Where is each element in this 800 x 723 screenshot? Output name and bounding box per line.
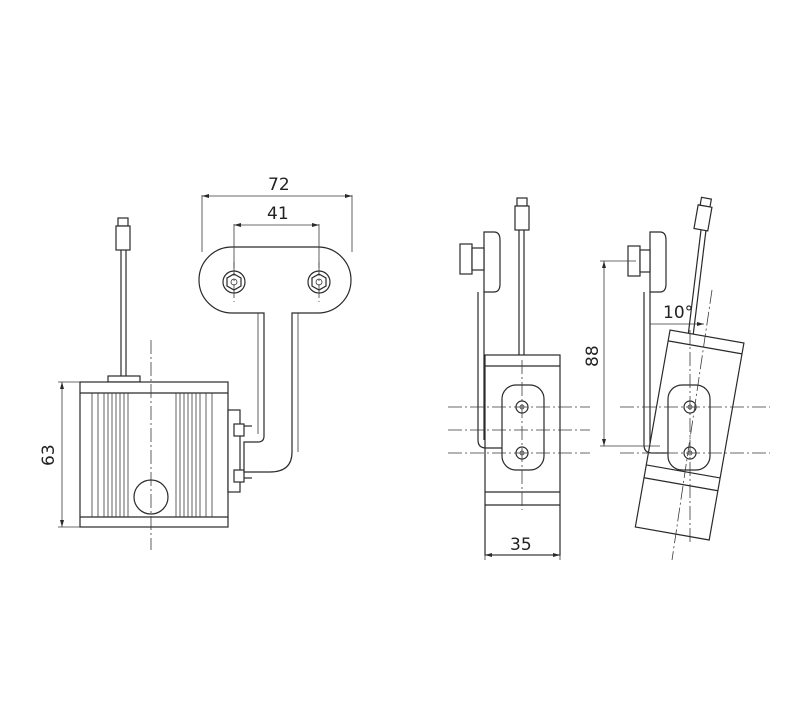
dim-63: 63 [39,381,80,528]
front-cable [115,217,131,376]
front-clamp [227,409,252,493]
front-body [79,375,229,528]
dim-angle-label: 10° [663,303,693,323]
front-view: 72 41 63 [39,175,353,550]
side-view: 35 [448,197,590,560]
dim-35-label: 35 [510,535,532,555]
dim-angle: 10° [650,303,704,326]
dim-72-label: 72 [268,175,290,195]
tilted-slot-plate [667,384,711,471]
side-body [477,354,561,556]
dim-88-label: 88 [583,345,603,367]
dim-41: 41 [233,204,320,268]
side-slot-plate [501,384,545,471]
dim-72: 72 [201,175,353,252]
tilted-view: 88 10° [583,196,770,561]
dim-41-label: 41 [267,204,289,224]
dim-35: 35 [484,535,561,560]
dim-88: 88 [583,260,660,447]
front-body-ribs [91,393,213,517]
front-bracket [198,246,352,473]
side-cap [459,231,501,440]
dim-63-label: 63 [39,444,59,466]
